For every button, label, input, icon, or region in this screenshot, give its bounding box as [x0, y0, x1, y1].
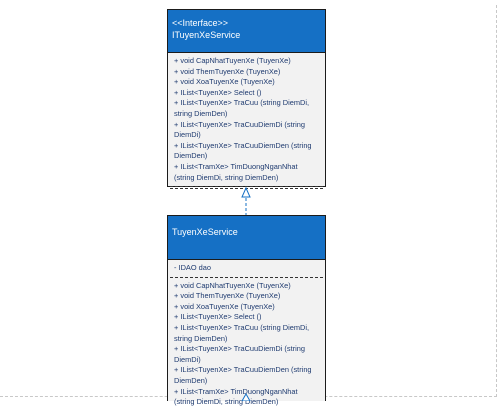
service-method: + void XoaTuyenXe (TuyenXe) [174, 301, 275, 311]
interface-method: + IList<TramXe> TimDuongNganNhat (string… [174, 161, 298, 182]
service-method: + IList<TuyenXe> Select () [174, 312, 262, 322]
diagram-canvas: <<Interface>> ITuyenXeService + void Cap… [0, 5, 497, 407]
interface-method: + void CapNhatTuyenXe (TuyenXe) [174, 56, 291, 65]
service-attributes: - IDAO dao [168, 260, 325, 277]
service-attribute: - IDAO dao [174, 263, 211, 272]
interface-methods: + void CapNhatTuyenXe (TuyenXe)+ void Th… [168, 53, 325, 186]
service-methods: + void CapNhatTuyenXe (TuyenXe)+ void Th… [168, 278, 325, 411]
service-name: TuyenXeService [172, 227, 238, 237]
interface-name: ITuyenXeService [172, 30, 241, 40]
interface-stereotype: <<Interface>> [172, 18, 229, 28]
interface-class-box[interactable]: <<Interface>> ITuyenXeService + void Cap… [167, 9, 326, 190]
service-method: + IList<TuyenXe> TraCuuDiemDen (string D… [174, 365, 312, 385]
interface-bottom-divider [170, 186, 323, 190]
service-method: + void ThemTuyenXe (TuyenXe) [174, 291, 281, 301]
interface-method: + IList<TuyenXe> TraCuuDiemDi (string Di… [174, 119, 305, 140]
interface-method: + IList<TuyenXe> TraCuu (string DiemDi, … [174, 98, 310, 118]
interface-method: + IList<TuyenXe> TraCuuDiemDen (string D… [174, 140, 312, 161]
interface-method: + void ThemTuyenXe (TuyenXe) [174, 66, 281, 76]
service-class-box[interactable]: TuyenXeService - IDAO dao + void CapNhat… [167, 215, 326, 406]
service-method: + IList<TuyenXe> TraCuu (string DiemDi, … [174, 322, 310, 343]
service-divider [170, 276, 323, 278]
service-header: TuyenXeService [168, 216, 325, 260]
service-method: + IList<TramXe> TimDuongNganNhat (string… [174, 386, 298, 407]
interface-method: + void XoaTuyenXe (TuyenXe) [174, 77, 275, 87]
service-method: + void CapNhatTuyenXe (TuyenXe) [174, 280, 291, 290]
service-method: + IList<TuyenXe> TraCuuDiemDi (string Di… [174, 344, 305, 364]
interface-method: + IList<TuyenXe> Select () [174, 87, 262, 97]
interface-header: <<Interface>> ITuyenXeService [168, 10, 325, 53]
